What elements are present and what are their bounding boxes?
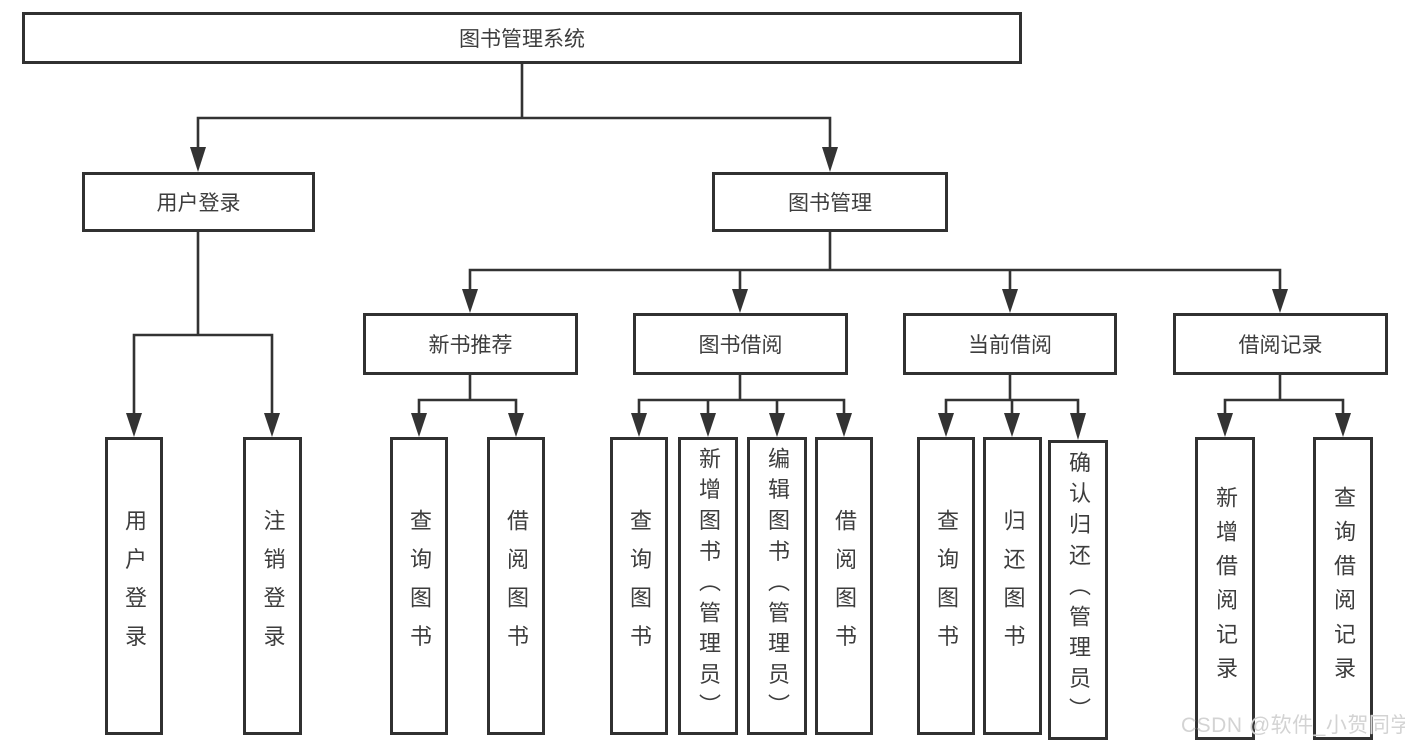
leaf-label: 新增图书（管理员）	[696, 447, 721, 725]
leaf-label: 借阅图书	[832, 509, 857, 663]
leaf-label: 查询图书	[627, 509, 652, 663]
node-label: 图书管理系统	[459, 28, 585, 51]
leaf-label: 查询借阅记录	[1331, 486, 1356, 691]
leaf-query-books-recommend: 查询图书	[390, 437, 448, 735]
leaf-borrow-books-recommend: 借阅图书	[487, 437, 545, 735]
node-book-management: 图书管理	[712, 172, 948, 232]
node-root-system: 图书管理系统	[22, 12, 1022, 64]
node-new-book-recommend: 新书推荐	[363, 313, 578, 375]
leaf-query-books-borrow: 查询图书	[610, 437, 668, 735]
leaf-label: 归还图书	[1000, 509, 1026, 663]
leaf-label: 查询图书	[407, 509, 432, 663]
leaf-add-borrow-record: 新增借阅记录	[1195, 437, 1255, 740]
leaf-return-books: 归还图书	[983, 437, 1042, 735]
leaf-label: 新增借阅记录	[1213, 486, 1238, 691]
leaf-edit-books-admin: 编辑图书（管理员）	[747, 437, 807, 735]
node-borrow-record: 借阅记录	[1173, 313, 1388, 375]
leaf-label: 编辑图书（管理员）	[765, 447, 790, 725]
leaf-label: 注销登录	[260, 509, 286, 663]
node-label: 图书借阅	[698, 334, 783, 357]
leaf-query-borrow-record: 查询借阅记录	[1313, 437, 1373, 740]
leaf-label: 用户登录	[122, 509, 147, 663]
node-label: 用户登录	[156, 192, 241, 215]
leaf-confirm-return-admin: 确认归还（管理员）	[1048, 440, 1108, 740]
leaf-add-books-admin: 新增图书（管理员）	[678, 437, 738, 735]
node-label: 图书管理	[788, 192, 872, 215]
node-label: 借阅记录	[1238, 334, 1323, 357]
csdn-watermark: CSDN @软件_小贺同学	[1181, 714, 1405, 737]
leaf-user-login: 用户登录	[105, 437, 163, 735]
leaf-query-books-current: 查询图书	[917, 437, 975, 735]
node-book-borrow: 图书借阅	[633, 313, 848, 375]
node-current-borrow: 当前借阅	[903, 313, 1117, 375]
leaf-logout: 注销登录	[243, 437, 302, 735]
leaf-label: 确认归还（管理员）	[1066, 451, 1091, 729]
node-label: 当前借阅	[968, 334, 1052, 357]
leaf-borrow-books: 借阅图书	[815, 437, 873, 735]
node-user-login: 用户登录	[82, 172, 315, 232]
node-label: 新书推荐	[428, 334, 513, 357]
leaf-label: 查询图书	[934, 509, 959, 663]
leaf-label: 借阅图书	[504, 509, 529, 663]
